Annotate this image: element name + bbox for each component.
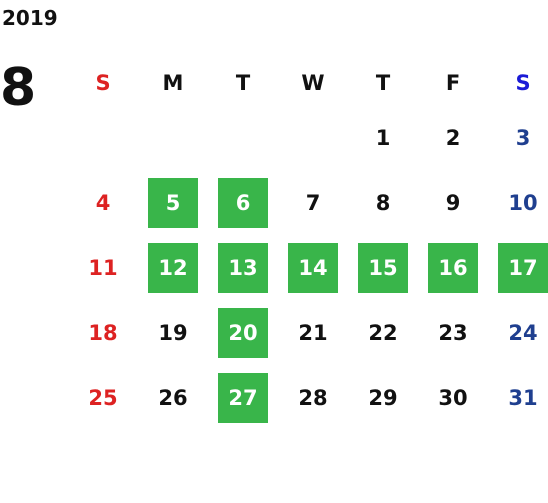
weekday-header-wed: W <box>301 70 325 95</box>
day-number[interactable]: 16 <box>428 242 478 293</box>
day-number[interactable]: 23 <box>438 320 468 345</box>
empty-day <box>148 113 198 163</box>
month-label: 8 <box>0 58 37 118</box>
day-number[interactable]: 12 <box>148 242 198 293</box>
day-number[interactable]: 2 <box>445 125 461 150</box>
day-number[interactable]: 7 <box>305 190 321 215</box>
day-number[interactable]: 18 <box>88 320 118 345</box>
weekday-header-tue: T <box>235 70 251 95</box>
day-number[interactable]: 3 <box>515 125 531 150</box>
day-number[interactable]: 27 <box>218 372 268 423</box>
day-number[interactable]: 25 <box>88 385 118 410</box>
day-number[interactable]: 22 <box>368 320 398 345</box>
day-cell: 17 <box>488 235 548 300</box>
day-number[interactable]: 14 <box>288 242 338 293</box>
day-cell <box>138 105 208 170</box>
day-cell <box>68 105 138 170</box>
day-number[interactable]: 1 <box>375 125 391 150</box>
day-cell: 4 <box>68 170 138 235</box>
weekday-header-fri: F <box>445 70 461 95</box>
day-number[interactable]: 19 <box>158 320 188 345</box>
day-number[interactable]: 24 <box>508 320 538 345</box>
day-number[interactable]: 9 <box>445 190 461 215</box>
day-cell: 18 <box>68 300 138 365</box>
day-number[interactable]: 20 <box>218 307 268 358</box>
day-cell: 27 <box>208 365 278 430</box>
day-number[interactable]: 30 <box>438 385 468 410</box>
day-number[interactable]: 31 <box>508 385 538 410</box>
day-cell: 12 <box>138 235 208 300</box>
day-cell: 21 <box>278 300 348 365</box>
day-cell: 16 <box>418 235 488 300</box>
day-cell: 30 <box>418 365 488 430</box>
day-cell: 15 <box>348 235 418 300</box>
day-cell: 14 <box>278 235 348 300</box>
day-number[interactable]: 28 <box>298 385 328 410</box>
day-number[interactable]: 8 <box>375 190 391 215</box>
day-number[interactable]: 21 <box>298 320 328 345</box>
day-cell <box>278 105 348 170</box>
day-cell: 8 <box>348 170 418 235</box>
day-number[interactable]: 13 <box>218 242 268 293</box>
weekday-header-sun: S <box>95 70 111 95</box>
day-number[interactable]: 11 <box>88 255 118 280</box>
weekday-header-mon: M <box>162 70 184 95</box>
day-cell: 26 <box>138 365 208 430</box>
day-cell <box>208 105 278 170</box>
day-cell: 2 <box>418 105 488 170</box>
day-number[interactable]: 4 <box>95 190 111 215</box>
day-cell: 28 <box>278 365 348 430</box>
weekday-header-sat: S <box>515 70 531 95</box>
day-number[interactable]: 6 <box>218 177 268 228</box>
day-cell: 24 <box>488 300 548 365</box>
year-label: 2019 <box>2 6 58 30</box>
day-number[interactable]: 10 <box>508 190 538 215</box>
day-number[interactable]: 26 <box>158 385 188 410</box>
day-number[interactable]: 15 <box>358 242 408 293</box>
empty-day <box>218 113 268 163</box>
day-cell: 7 <box>278 170 348 235</box>
day-cell: 3 <box>488 105 548 170</box>
day-cell: 29 <box>348 365 418 430</box>
day-cell: 20 <box>208 300 278 365</box>
day-cell: 25 <box>68 365 138 430</box>
day-number[interactable]: 29 <box>368 385 398 410</box>
day-number[interactable]: 17 <box>498 242 548 293</box>
day-cell: 6 <box>208 170 278 235</box>
weekday-header-thu: T <box>375 70 391 95</box>
day-cell: 31 <box>488 365 548 430</box>
day-cell: 23 <box>418 300 488 365</box>
empty-day <box>78 113 128 163</box>
empty-day <box>288 113 338 163</box>
day-cell: 11 <box>68 235 138 300</box>
day-cell: 9 <box>418 170 488 235</box>
day-number[interactable]: 5 <box>148 177 198 228</box>
day-cell: 19 <box>138 300 208 365</box>
day-cell: 1 <box>348 105 418 170</box>
day-cell: 22 <box>348 300 418 365</box>
day-cell: 13 <box>208 235 278 300</box>
day-cell: 5 <box>138 170 208 235</box>
day-cell: 10 <box>488 170 548 235</box>
